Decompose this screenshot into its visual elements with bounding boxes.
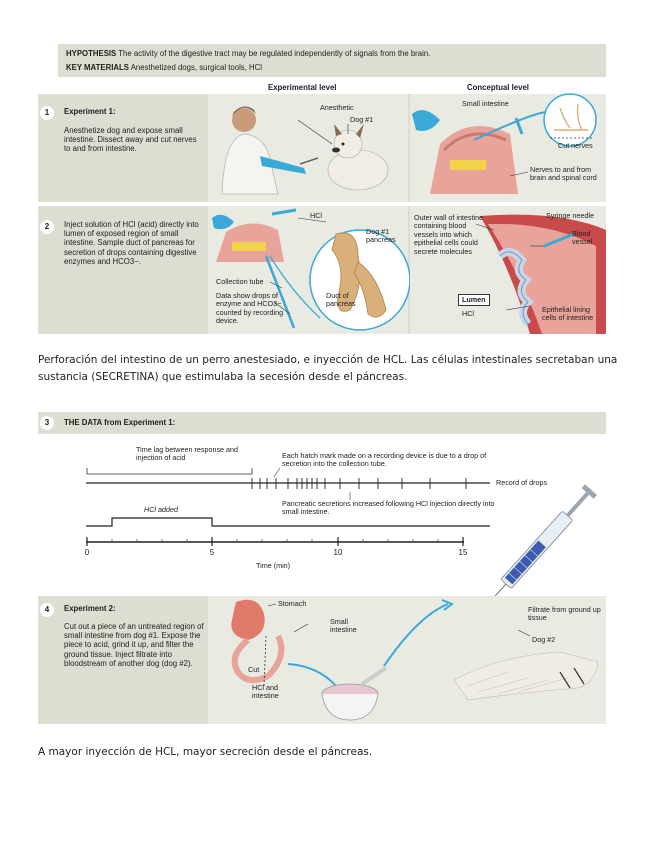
caption-hcl-secretion: A mayor inyección de HCL, mayor secreció… — [38, 746, 373, 758]
step4-illustration: Stomach Small intestine Cut HCl and inte… — [208, 596, 606, 724]
column-conceptual: Conceptual level — [467, 83, 529, 92]
label-blood-vessel: Blood vessel — [572, 229, 593, 247]
label-pancreatic-note: Pancreatic secretions increased followin… — [282, 499, 495, 517]
step3-number: 3 — [40, 416, 54, 430]
tick-0: 0 — [84, 548, 90, 557]
step4-number: 4 — [40, 603, 54, 617]
step4-title: Experiment 2: — [64, 604, 116, 613]
tick-10: 10 — [333, 548, 343, 557]
step2-experimental-illustration: HCl Dog #1 pancreas Collection tube Data… — [208, 206, 411, 334]
label-hcl-intestine: HCl and intestine — [252, 683, 279, 701]
label-syringe-needle: Syringe needle — [546, 211, 594, 220]
step2-conceptual-illustration: Outer wall of intestine containing blood… — [410, 206, 606, 334]
label-hcl-2: HCl — [462, 309, 474, 318]
filtrate-injection-diagram — [231, 599, 599, 721]
intestinal-wall-diagram — [475, 214, 606, 334]
axis-title-time: Time (min) — [256, 561, 291, 570]
label-stomach: Stomach — [278, 599, 307, 608]
step2-number: 2 — [40, 220, 54, 234]
materials-label: KEY MATERIALS — [66, 63, 129, 72]
label-hatch-note: Each hatch mark made on a recording devi… — [282, 451, 487, 469]
label-outer-wall: Outer wall of intestine containing blood… — [414, 213, 484, 256]
label-duct-pancreas: Duct of pancreas — [326, 291, 356, 309]
step1-experimental-illustration: Anesthetic Dog #1 — [208, 94, 408, 202]
label-nerves-brain: Nerves to and from brain and spinal cord — [530, 165, 597, 183]
intestine-nerves-diagram — [412, 93, 597, 194]
drop-record-chart — [86, 467, 490, 546]
caption-secretina: Perforación del intestino de un perro an… — [38, 354, 618, 383]
label-filtrate: Filtrate from ground up tissue — [528, 605, 601, 623]
step3-title-bar — [38, 412, 606, 434]
label-epithelial: Epithelial lining cells of intestine — [542, 305, 594, 323]
tick-5: 5 — [209, 548, 215, 557]
label-time-lag: Time lag between response and injection … — [136, 445, 239, 463]
label-hcl-1: HCl — [310, 211, 322, 220]
hypothesis-label: HYPOTHESIS — [66, 49, 117, 58]
step1-number: 1 — [40, 106, 54, 120]
step4-text: Cut out a piece of an untreated region o… — [64, 622, 204, 668]
label-small-intestine-1: Small intestine — [462, 99, 509, 108]
hypothesis-line: HYPOTHESIS The activity of the digestive… — [66, 49, 601, 58]
label-data-show: Data show drops of enzyme and HCO3− coun… — [216, 291, 284, 326]
scientist-dog-illustration — [221, 106, 389, 195]
label-small-intestine-2: Small intestine — [330, 617, 357, 635]
label-record-of-drops: Record of drops — [496, 478, 548, 487]
step1-conceptual-illustration: Small intestine Cut nerves Nerves to and… — [410, 93, 606, 202]
label-lumen: Lumen — [458, 294, 490, 307]
pancreas-injection-diagram — [212, 208, 411, 331]
header-panel: HYPOTHESIS The activity of the digestive… — [58, 44, 606, 77]
materials-text: Anesthetized dogs, surgical tools, HCl — [130, 63, 263, 72]
step1-text: Anesthetize dog and expose small intesti… — [64, 126, 197, 154]
label-dog1-pancreas: Dog #1 pancreas — [366, 227, 396, 245]
recording-chart: Time lag between response and injection … — [38, 434, 606, 588]
label-cut: Cut — [248, 665, 260, 674]
label-dog2: Dog #2 — [532, 635, 556, 644]
materials-line: KEY MATERIALS Anesthetized dogs, surgica… — [66, 63, 601, 72]
column-experimental: Experimental level — [268, 83, 337, 92]
step3-title: THE DATA from Experiment 1: — [64, 418, 176, 427]
hypothesis-text: The activity of the digestive tract may … — [118, 49, 431, 58]
tick-15: 15 — [458, 548, 468, 557]
label-hcl-added: HCl added — [144, 505, 178, 514]
step1-title: Experiment 1: — [64, 107, 116, 116]
step2-text: Inject solution of HCl (acid) directly i… — [64, 220, 199, 266]
label-dog1: Dog #1 — [350, 115, 374, 124]
label-collection-tube: Collection tube — [216, 277, 264, 286]
label-anesthetic: Anesthetic — [320, 103, 354, 112]
label-cut-nerves: Cut nerves — [558, 141, 593, 150]
